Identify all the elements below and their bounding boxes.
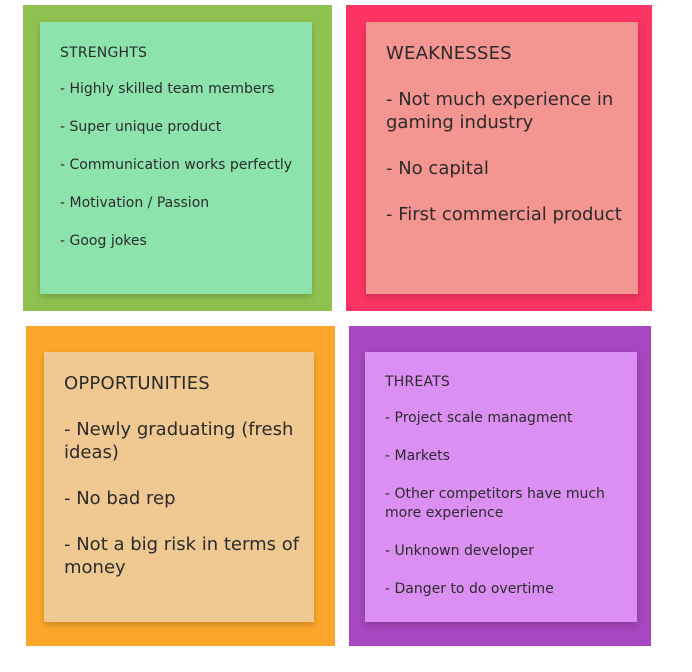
threats-item: - Project scale managment xyxy=(385,410,573,426)
threats-sticky-note[interactable]: THREATS - Project scale managment - Mark… xyxy=(365,352,637,622)
strengths-list: - Highly skilled team members - Super un… xyxy=(60,80,296,251)
opportunities-item: - Not a big risk in terms of money xyxy=(64,534,300,578)
weaknesses-item: - No capital xyxy=(386,158,489,179)
weaknesses-list: - Not much experience in gaming industry… xyxy=(386,88,624,226)
weaknesses-item: - First commercial product xyxy=(386,204,622,225)
threats-list: - Project scale managment - Markets - Ot… xyxy=(385,409,623,599)
strengths-item: - Motivation / Passion xyxy=(60,195,210,211)
opportunities-item: - No bad rep xyxy=(64,488,176,509)
threats-title: THREATS xyxy=(385,374,450,390)
threats-item: - Other competitors have much more exper… xyxy=(385,486,605,521)
opportunities-list: - Newly graduating (fresh ideas) - No ba… xyxy=(64,418,300,579)
strengths-item: - Highly skilled team members xyxy=(60,81,275,97)
strengths-title: STRENGHTS xyxy=(60,45,148,61)
opportunities-item: - Newly graduating (fresh ideas) xyxy=(64,419,294,463)
weaknesses-sticky-note[interactable]: WEAKNESSES - Not much experience in gami… xyxy=(366,22,638,294)
strengths-item: - Super unique product xyxy=(60,119,222,135)
weaknesses-item: - Not much experience in gaming industry xyxy=(386,89,614,133)
threats-item: - Unknown developer xyxy=(385,543,535,559)
weaknesses-title: WEAKNESSES xyxy=(386,43,512,64)
strengths-item: - Goog jokes xyxy=(60,233,147,249)
strengths-item: - Communication works perfectly xyxy=(60,157,293,173)
threats-item: - Markets xyxy=(385,448,450,464)
opportunities-sticky-note[interactable]: OPPORTUNITIES - Newly graduating (fresh … xyxy=(44,352,314,622)
opportunities-title: OPPORTUNITIES xyxy=(64,373,210,394)
threats-item: - Danger to do overtime xyxy=(385,581,554,597)
strengths-sticky-note[interactable]: STRENGHTS - Highly skilled team members … xyxy=(40,22,312,294)
